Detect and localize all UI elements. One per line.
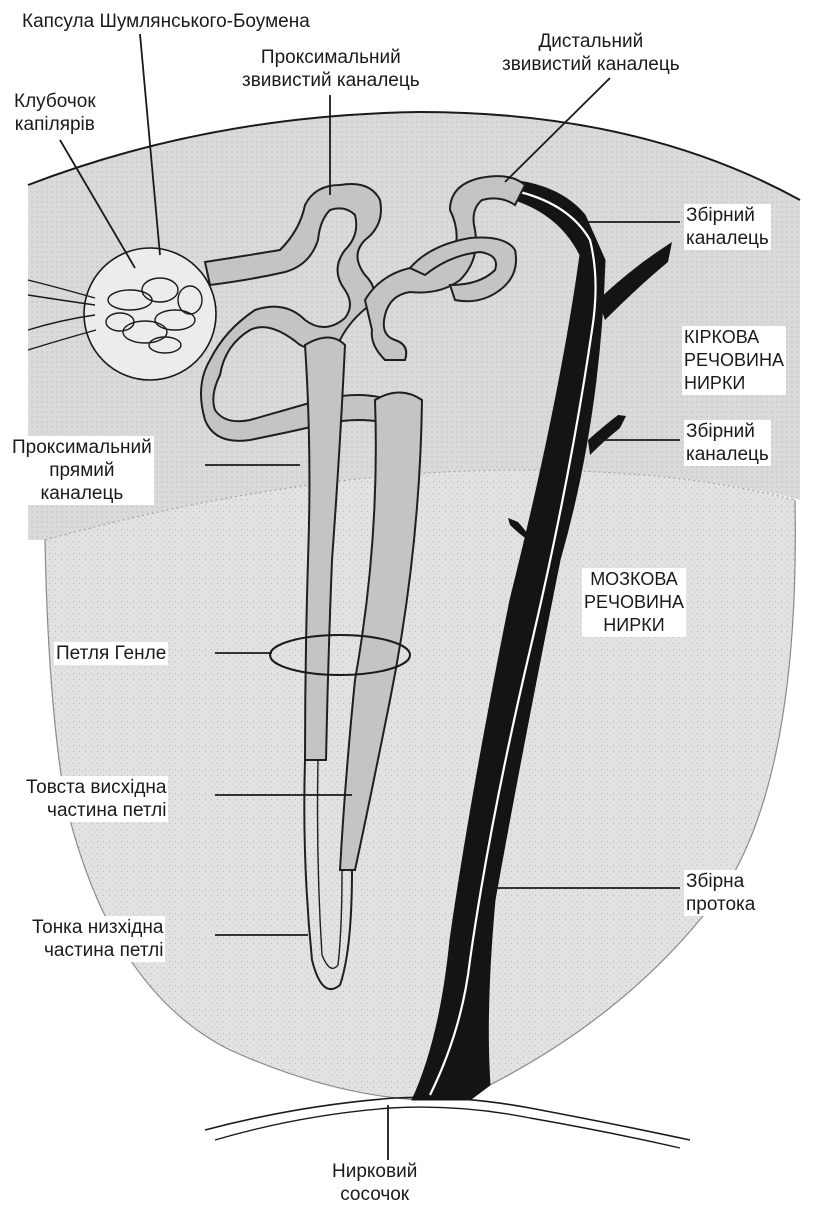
label-glomerulus: Клубочок капілярів	[12, 90, 98, 136]
label-renal-papilla: Нирковий сосочок	[330, 1160, 419, 1206]
bowman-capsule-shape	[84, 248, 216, 380]
label-proximal-straight-tubule: Проксимальний прямий каналець	[10, 436, 154, 505]
label-renal-cortex: КІРКОВА РЕЧОВИНА НИРКИ	[682, 326, 786, 395]
label-proximal-convoluted-tubule: Проксимальний звивистий каналець	[240, 46, 422, 92]
label-bowman-capsule: Капсула Шумлянського-Боумена	[20, 10, 312, 33]
label-collecting-tubule-lower: Збірний каналець	[684, 420, 771, 466]
renal-papilla-outline	[205, 1097, 690, 1140]
renal-papilla-outline-inner	[215, 1107, 680, 1148]
label-thin-descending-limb: Тонка низхідна частина петлі	[30, 916, 165, 962]
label-distal-convoluted-tubule: Дистальний звивистий каналець	[500, 30, 682, 76]
label-collecting-tubule-upper: Збірний каналець	[684, 204, 771, 250]
label-renal-medulla: МОЗКОВА РЕЧОВИНА НИРКИ	[582, 568, 686, 637]
label-thick-ascending-limb: Товста висхідна частина петлі	[24, 776, 168, 822]
label-collecting-duct: Збірна протока	[684, 870, 757, 916]
label-loop-of-henle: Петля Генле	[54, 642, 168, 665]
